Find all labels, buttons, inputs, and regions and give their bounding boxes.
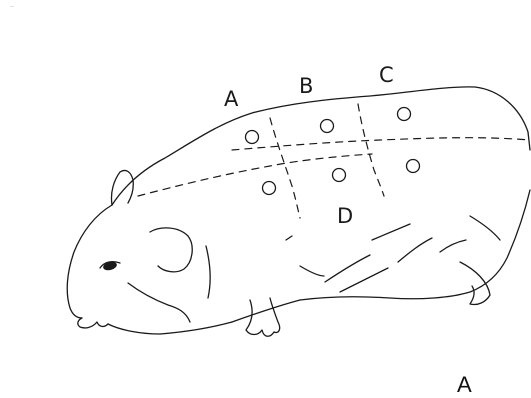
spot-c2 bbox=[407, 160, 420, 173]
fur-stroke bbox=[440, 240, 466, 252]
mouth-line bbox=[108, 324, 160, 334]
jaw-line bbox=[128, 283, 190, 322]
rear-outline bbox=[300, 190, 530, 300]
region-divider-a-b bbox=[270, 118, 300, 218]
fur-stroke bbox=[398, 238, 432, 262]
chin-line bbox=[160, 322, 232, 334]
spot-c1 bbox=[398, 108, 411, 121]
body-outline bbox=[112, 87, 530, 205]
spot-b2 bbox=[333, 169, 346, 182]
snout bbox=[78, 318, 108, 328]
fur-stroke bbox=[325, 255, 370, 282]
region-label-c: C bbox=[379, 63, 394, 87]
cheek bbox=[150, 228, 192, 272]
head-outline bbox=[67, 205, 112, 318]
region-label-d: D bbox=[337, 204, 353, 228]
ear bbox=[111, 170, 133, 205]
spot-a2 bbox=[263, 182, 276, 195]
region-label-b: B bbox=[299, 74, 313, 98]
fur-stroke bbox=[300, 266, 324, 276]
front-paw bbox=[246, 298, 280, 336]
region-divider-horizontal-upper bbox=[232, 138, 530, 150]
region-divider-b-c bbox=[358, 104, 384, 196]
neck-fold bbox=[206, 246, 210, 298]
fur-stroke bbox=[470, 216, 500, 240]
spot-b1 bbox=[321, 120, 334, 133]
spot-a1 bbox=[246, 131, 259, 144]
panel-label: A bbox=[457, 372, 472, 398]
fur-stroke bbox=[372, 224, 410, 240]
region-label-a: A bbox=[224, 87, 239, 111]
belly-line bbox=[232, 300, 300, 322]
hind-leg bbox=[460, 262, 490, 305]
fur-stroke bbox=[340, 268, 388, 292]
fur-stroke bbox=[286, 236, 292, 240]
